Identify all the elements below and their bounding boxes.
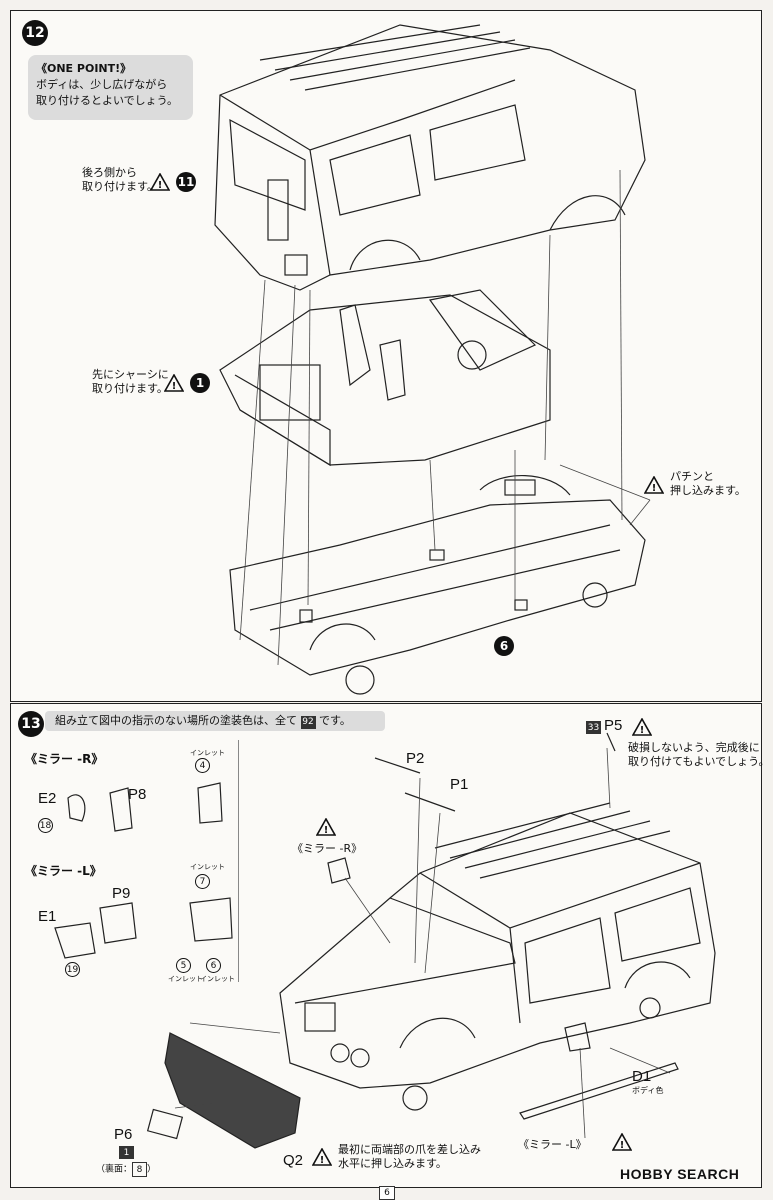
mirror-l-callout: 《ミラー -L》	[518, 1138, 587, 1151]
step-12-panel	[10, 10, 762, 702]
mirror-r-callout: 《ミラー -R》	[292, 842, 363, 855]
p9-color-label: インレット	[190, 863, 225, 871]
p6-back-close: ）	[147, 1164, 157, 1175]
p5-note-line1: 破損しないよう、完成後に	[628, 741, 760, 754]
page-number: 6	[379, 1186, 395, 1200]
q2-note-line1: 最初に両端部の爪を差し込み	[338, 1143, 481, 1156]
part-p9: P9	[112, 885, 131, 902]
p9-sub2-label: インレット	[200, 975, 235, 983]
vehicle-assembly-illustration	[54, 732, 716, 1149]
p9-sub1: 5	[176, 958, 191, 973]
rear-note-line1: 後ろ側から	[82, 166, 137, 179]
warning-icon: !	[612, 1133, 632, 1151]
snap-note-line2: 押し込みます。	[670, 484, 746, 497]
p9-sub2: 6	[206, 958, 221, 973]
part-p6: P6	[114, 1126, 133, 1143]
e1-color: 19	[65, 962, 80, 977]
one-point-title: 《ONE POINT!》	[36, 62, 132, 75]
p6-back: （裏面：8）	[96, 1162, 156, 1177]
banner-pre: 組み立て図中の指示のない場所の塗装色は、全て	[55, 714, 297, 727]
warning-icon: !	[644, 476, 664, 494]
q2-note-line2: 水平に押し込みます。	[338, 1157, 447, 1170]
part-e2: E2	[38, 790, 57, 807]
step-number-12: 12	[22, 20, 48, 46]
snap-note: パチンと 押し込みます。	[670, 470, 746, 498]
part-p1: P1	[450, 776, 469, 793]
q2-note: 最初に両端部の爪を差し込み 水平に押し込みます。	[338, 1143, 481, 1171]
p5-note-line2: 取り付けてもよいでしょう。	[628, 755, 770, 768]
p5-code: 33	[586, 721, 601, 734]
e2-color: 18	[38, 818, 53, 833]
one-point-note: 《ONE POINT!》 ボディは、少し広げながら 取り付けるとよいでしょう。	[28, 55, 193, 120]
part-p8: P8	[128, 786, 147, 803]
watermark-logo: HOBBY SEARCH	[620, 1166, 740, 1182]
p9-sub1-label: インレット	[168, 975, 203, 983]
part-p5: P5	[604, 717, 623, 734]
p6-back-code: 8	[132, 1162, 148, 1177]
p6-back-label: （裏面：	[96, 1164, 133, 1175]
p8-color-label: インレット	[190, 749, 225, 757]
svg-text:!: !	[324, 825, 329, 836]
step-number-13: 13	[18, 711, 44, 737]
svg-text:!: !	[158, 180, 163, 191]
part-e1: E1	[38, 908, 57, 925]
part-q2: Q2	[283, 1152, 304, 1169]
warning-icon: !	[312, 1148, 332, 1166]
mirror-l-title: 《ミラー -L》	[25, 864, 102, 878]
step-ref-11: 11	[176, 172, 196, 192]
banner-color-code: 92	[300, 715, 316, 729]
p8-color: 4	[195, 758, 210, 773]
chassis-note-line1: 先にシャーシに	[92, 368, 169, 381]
rear-note: 後ろ側から 取り付けます。	[82, 166, 158, 194]
snap-note-line1: パチンと	[670, 470, 714, 483]
svg-text:!: !	[172, 381, 177, 392]
one-point-line1: ボディは、少し広げながら	[36, 78, 168, 91]
paint-color-banner: 組み立て図中の指示のない場所の塗装色は、全て 92 です。	[45, 711, 385, 731]
svg-text:!: !	[652, 483, 657, 494]
one-point-line2: 取り付けるとよいでしょう。	[36, 94, 179, 107]
p6-code: 1	[119, 1146, 134, 1159]
chassis-note: 先にシャーシに 取り付けます。	[92, 368, 169, 396]
warning-icon: !	[150, 173, 170, 191]
body-chassis-illustration	[214, 24, 651, 695]
d1-color: ボディ色	[632, 1086, 664, 1095]
p5-note: 破損しないよう、完成後に 取り付けてもよいでしょう。	[628, 741, 769, 769]
chassis-note-line2: 取り付けます。	[92, 382, 168, 395]
warning-icon: !	[164, 374, 184, 392]
mirror-subassembly-box	[28, 740, 239, 982]
step-ref-1: 1	[190, 373, 210, 393]
warning-icon: !	[632, 718, 652, 736]
warning-icon: !	[316, 818, 336, 836]
banner-post: です。	[319, 714, 351, 727]
chassis-part-6: 6	[494, 636, 514, 656]
svg-text:!: !	[640, 725, 645, 736]
svg-text:!: !	[620, 1140, 625, 1151]
rear-note-line2: 取り付けます。	[82, 180, 158, 193]
svg-text:!: !	[320, 1155, 325, 1166]
mirror-r-title: 《ミラー -R》	[25, 752, 104, 766]
part-p2: P2	[406, 750, 425, 767]
p9-color: 7	[195, 874, 210, 889]
